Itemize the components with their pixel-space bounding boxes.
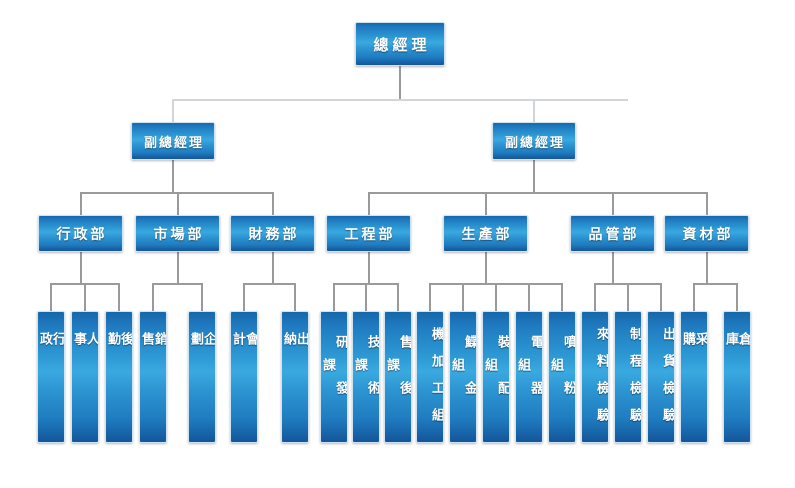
connector-drop-dept-materials [706, 192, 708, 215]
connector-drop-dept-production [485, 192, 487, 215]
connector-drop-dept-quality [612, 192, 614, 215]
connector-bus-units-materials [693, 283, 737, 285]
node-dept-marketing[interactable]: 市場部 [135, 215, 220, 252]
connector-drop-unit-tech [365, 283, 367, 311]
node-unit-tech[interactable]: 技術課 [352, 311, 380, 443]
node-unit-powdercoat[interactable]: 噴粉組 [548, 311, 576, 443]
node-unit-admin-affairs[interactable]: 行政 [37, 311, 65, 443]
connector-drop-vgm-left [172, 99, 174, 122]
connector-drop-unit-planning [201, 283, 203, 311]
node-unit-warehouse[interactable]: 倉庫 [723, 311, 751, 443]
node-unit-planning[interactable]: 企劃 [188, 311, 216, 443]
node-unit-sheetmetal[interactable]: 鰈金組 [449, 311, 477, 443]
connector-bus-dept-right [368, 192, 706, 194]
connector-drop-unit-incoming-insp [594, 283, 596, 311]
node-dept-admin[interactable]: 行政部 [38, 215, 123, 252]
node-unit-process-insp[interactable]: 制程檢驗 [614, 311, 642, 443]
connector-stem-vgm-left [172, 160, 174, 193]
connector-stem-vgm-right [533, 160, 535, 193]
connector-drop-unit-admin-affairs [50, 283, 52, 311]
node-unit-aftersales[interactable]: 售後課 [384, 311, 412, 443]
connector-bus-units-finance [243, 283, 295, 285]
connector-drop-unit-powdercoat [561, 283, 563, 311]
node-unit-outgoing-insp[interactable]: 出貨檢驗 [647, 311, 675, 443]
connector-drop-unit-outgoing-insp [660, 283, 662, 311]
node-unit-accounting[interactable]: 會計 [230, 311, 258, 443]
connector-stem-dept-marketing [177, 252, 179, 284]
node-unit-incoming-insp[interactable]: 來料檢驗 [581, 311, 609, 443]
node-dept-quality[interactable]: 品管部 [570, 215, 655, 252]
node-vice-general-manager-right[interactable]: 副總經理 [492, 122, 576, 160]
connector-drop-unit-purchasing [693, 283, 695, 311]
connector-drop-unit-sheetmetal [462, 283, 464, 311]
connector-stem-dept-admin [80, 252, 82, 284]
node-unit-electrical[interactable]: 電器組 [515, 311, 543, 443]
connector-drop-unit-logistics [118, 283, 120, 311]
connector-drop-unit-machining [429, 283, 431, 311]
node-vice-general-manager-left[interactable]: 副總經理 [131, 122, 215, 160]
node-dept-engineering[interactable]: 工程部 [326, 215, 411, 252]
connector-drop-unit-cashier [294, 283, 296, 311]
node-unit-sales[interactable]: 銷售 [139, 311, 167, 443]
connector-drop-vgm-right [533, 99, 535, 122]
node-unit-purchasing[interactable]: 采購 [680, 311, 708, 443]
connector-drop-unit-process-insp [627, 283, 629, 311]
node-dept-materials[interactable]: 資材部 [664, 215, 749, 252]
connector-stem-dept-production [485, 252, 487, 284]
node-general-manager[interactable]: 總經理 [355, 22, 445, 66]
connector-drop-unit-electrical [528, 283, 530, 311]
connector-stem-dept-materials [706, 252, 708, 284]
node-unit-machining[interactable]: 機加工組 [416, 311, 444, 443]
connector-stem-dept-engineering [368, 252, 370, 284]
connector-drop-unit-rd [333, 283, 335, 311]
connector-drop-unit-sales [152, 283, 154, 311]
connector-bus-dept-left [80, 192, 273, 194]
connector-drop-dept-admin [80, 192, 82, 215]
connector-drop-unit-accounting [243, 283, 245, 311]
node-dept-production[interactable]: 生產部 [443, 215, 528, 252]
connector-drop-dept-finance [272, 192, 274, 215]
connector-drop-unit-aftersales [397, 283, 399, 311]
node-unit-hr[interactable]: 人事 [71, 311, 99, 443]
connector-bus-units-marketing [152, 283, 202, 285]
connector-bus-level2 [172, 99, 628, 101]
node-unit-logistics[interactable]: 後勤 [105, 311, 133, 443]
node-unit-cashier[interactable]: 出納 [281, 311, 309, 443]
connector-drop-unit-hr [84, 283, 86, 311]
connector-stem-dept-quality [612, 252, 614, 284]
connector-stem-dept-finance [272, 252, 274, 284]
connector-drop-dept-engineering [368, 192, 370, 215]
connector-drop-unit-assembly [495, 283, 497, 311]
connector-root-stem [399, 66, 401, 100]
connector-drop-dept-marketing [177, 192, 179, 215]
node-unit-assembly[interactable]: 裝配組 [482, 311, 510, 443]
connector-drop-unit-warehouse [736, 283, 738, 311]
node-dept-finance[interactable]: 財務部 [230, 215, 315, 252]
node-unit-rd[interactable]: 研發課 [320, 311, 348, 443]
